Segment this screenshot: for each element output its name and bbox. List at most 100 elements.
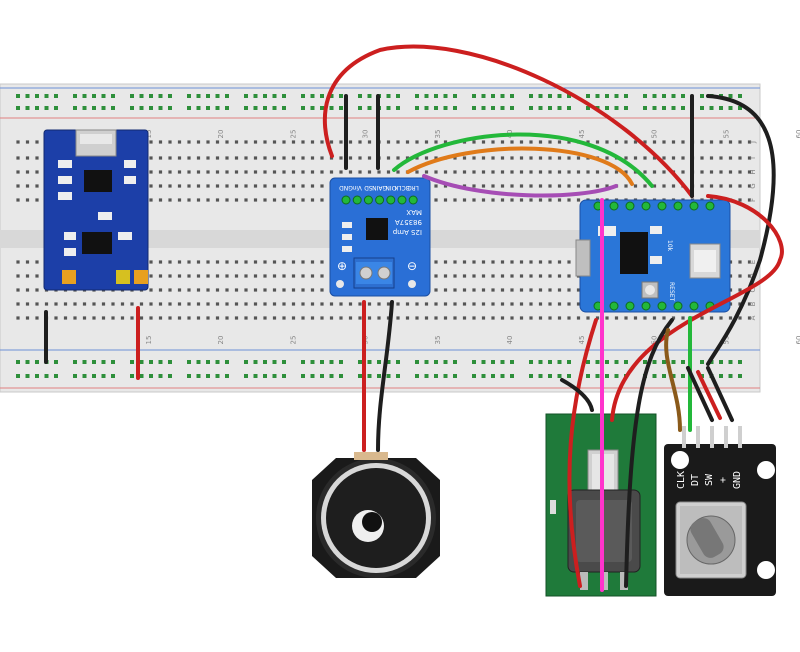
breadboard-hole [177,156,182,160]
breadboard-hole [576,170,581,174]
breadboard-hole [595,316,600,320]
rail-hole [595,360,600,364]
breadboard-hole [310,170,315,174]
rail-hole [424,374,429,378]
breadboard-hole [491,140,495,144]
speaker-terminals [354,452,388,460]
breadboard-hole [282,198,286,202]
breadboard-hole [16,184,20,188]
breadboard-hole [310,316,315,320]
rail-hole [139,374,144,378]
breadboard-hole [16,274,20,278]
breadboard-hole [272,274,277,278]
breadboard-hole [424,316,429,320]
breadboard-hole [500,198,505,202]
breadboard-hole [472,198,476,202]
breadboard-hole [548,140,552,144]
rail-hole [415,94,419,98]
mcu-pin-bottom [673,301,683,311]
breadboard-hole [548,288,552,292]
breadboard-hole [738,140,742,144]
breadboard-hole [700,316,704,320]
mcu-pin-top [641,201,651,211]
rail-hole [92,106,96,110]
rail-hole [586,106,590,110]
breadboard-hole [719,316,723,320]
breadboard-hole [206,260,210,264]
breadboard-hole [234,198,239,202]
mount-hole [408,280,416,288]
rail-hole [662,94,666,98]
amp-chip [366,218,388,240]
breadboard-hole [263,198,267,202]
breadboard-hole [215,156,220,160]
amp-pin-label: LRC [407,184,418,191]
breadboard-hole [443,316,448,320]
breadboard-hole [747,170,752,174]
breadboard-hole [225,198,229,202]
breadboard-hole [614,316,619,320]
rail-hole [510,374,514,378]
encoder-pin-label: + [718,477,729,483]
rail-hole [367,94,372,98]
breadboard-hole [747,260,752,264]
breadboard-hole [215,170,220,174]
breadboard-hole [719,170,723,174]
breadboard-hole [519,302,524,306]
rail-hole [301,94,305,98]
rail-hole [538,374,543,378]
breadboard-hole [510,140,514,144]
breadboard-hole [244,302,248,306]
breadboard-hole [225,316,229,320]
breadboard-hole [253,184,258,188]
rail-hole [443,360,448,364]
breadboard-hole [681,170,685,174]
breadboard-hole [624,156,628,160]
breadboard-hole [149,184,153,188]
rail-hole [215,94,220,98]
breadboard-hole [253,274,258,278]
breadboard-hole [519,316,524,320]
breadboard-hole [215,316,220,320]
breadboard-hole [595,140,600,144]
breadboard-hole [168,170,172,174]
breadboard-hole [25,198,30,202]
breadboard-hole [187,198,191,202]
breadboard-hole [747,316,752,320]
breadboard-hole [120,316,125,320]
breadboard-hole [538,260,543,264]
breadboard-hole [700,156,704,160]
rail-hole [652,360,657,364]
breadboard-hole [500,302,505,306]
breadboard-hole [605,140,609,144]
breadboard-hole [643,140,647,144]
breadboard-hole [320,140,324,144]
rail-hole [396,106,400,110]
breadboard-hole [386,156,391,160]
breadboard-hole [624,316,628,320]
rail-hole [586,360,590,364]
breadboard-hole [719,156,723,160]
breadboard-hole [529,198,533,202]
breadboard-hole [234,302,239,306]
rail-hole [54,94,58,98]
amp-pin [375,195,385,205]
breadboard-hole [215,260,220,264]
breadboard-hole [396,302,400,306]
breadboard-hole [434,274,438,278]
breadboard-hole [662,156,666,160]
breadboard-hole [662,140,666,144]
breadboard-hole [671,316,676,320]
rail-hole [73,360,77,364]
rail-hole [130,94,134,98]
breadboard-hole [652,140,657,144]
breadboard-hole [149,274,153,278]
breadboard-hole [462,302,467,306]
breadboard-hole [320,316,324,320]
rail-hole [557,94,562,98]
breadboard-hole [187,288,191,292]
rail-hole [453,94,457,98]
breadboard-hole [576,302,581,306]
